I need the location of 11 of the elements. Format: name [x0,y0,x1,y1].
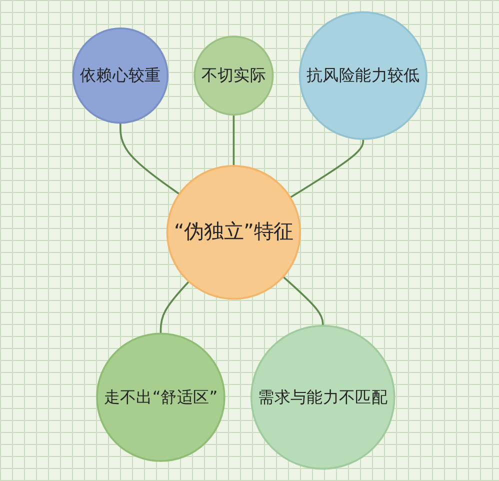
connector [232,114,234,166]
connector [289,138,364,198]
node-circle: “伪独立”特征 [166,165,301,300]
node-circle: 走不出“舒适区” [96,332,225,462]
node-circle: 不切实际 [193,36,274,116]
connector [282,276,324,326]
node-circle: 需求与能力不匹配 [250,324,395,470]
connector [119,122,180,195]
node-circle: 依赖心较重 [72,27,168,124]
connector [159,280,190,334]
node-circle: 抗风险能力较低 [298,11,428,140]
